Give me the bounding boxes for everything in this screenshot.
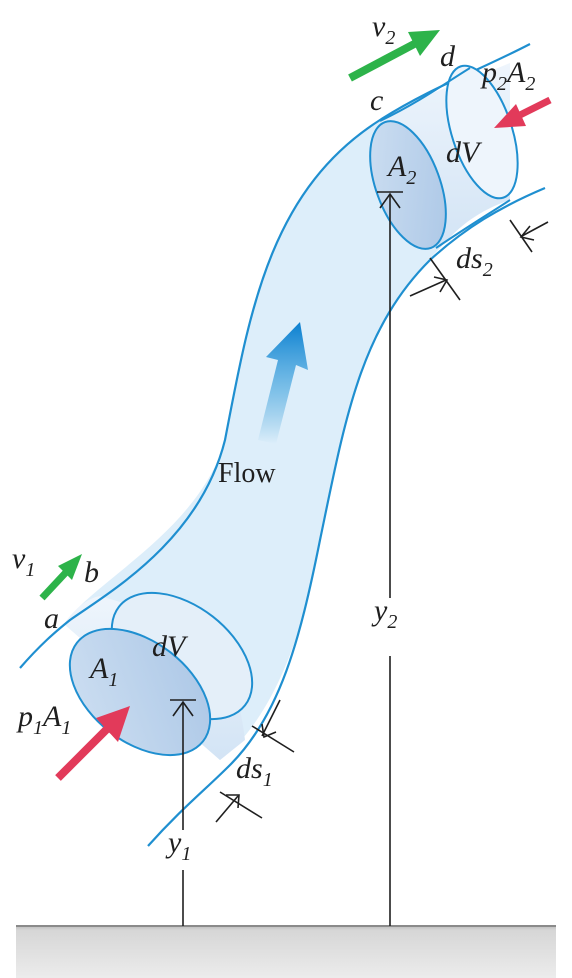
ground-surface (16, 926, 556, 978)
label-y2: y2 (371, 594, 397, 633)
label-p1A1: p1A1 (16, 700, 71, 739)
label-A1: A1 (88, 652, 118, 691)
label-ds2: ds2 (456, 242, 493, 281)
label-c: c (370, 84, 383, 117)
force-arrow-p2A2 (494, 96, 552, 128)
upper-slab-top-edge (379, 67, 471, 122)
velocity-arrow-v1 (39, 554, 82, 601)
height-line-y1 (170, 699, 196, 926)
label-a: a (44, 602, 59, 635)
label-p2A2: p2A2 (480, 56, 535, 95)
tube-upper-edge (19, 43, 531, 669)
label-flow: Flow (218, 458, 276, 489)
label-dV-bottom: dV (152, 630, 189, 663)
upper-slab-bottom-edge (435, 199, 511, 249)
dimension-ds1 (215, 699, 295, 823)
label-dV-top: dV (446, 136, 483, 169)
flow-direction-arrow (258, 322, 308, 444)
height-line-y2 (377, 191, 403, 926)
tube-lower-edge (147, 186, 546, 847)
label-v2: v2 (372, 10, 395, 49)
force-arrow-p1A1 (55, 706, 130, 781)
label-A2: A2 (386, 150, 416, 189)
cross-section-A2 (369, 120, 447, 250)
label-y1: y1 (165, 826, 191, 865)
label-d: d (440, 40, 456, 73)
label-ds1: ds1 (236, 752, 273, 791)
label-b: b (84, 556, 99, 589)
velocity-arrow-v2 (348, 30, 440, 82)
label-v1: v1 (12, 542, 35, 581)
dimension-ds2 (409, 219, 549, 301)
